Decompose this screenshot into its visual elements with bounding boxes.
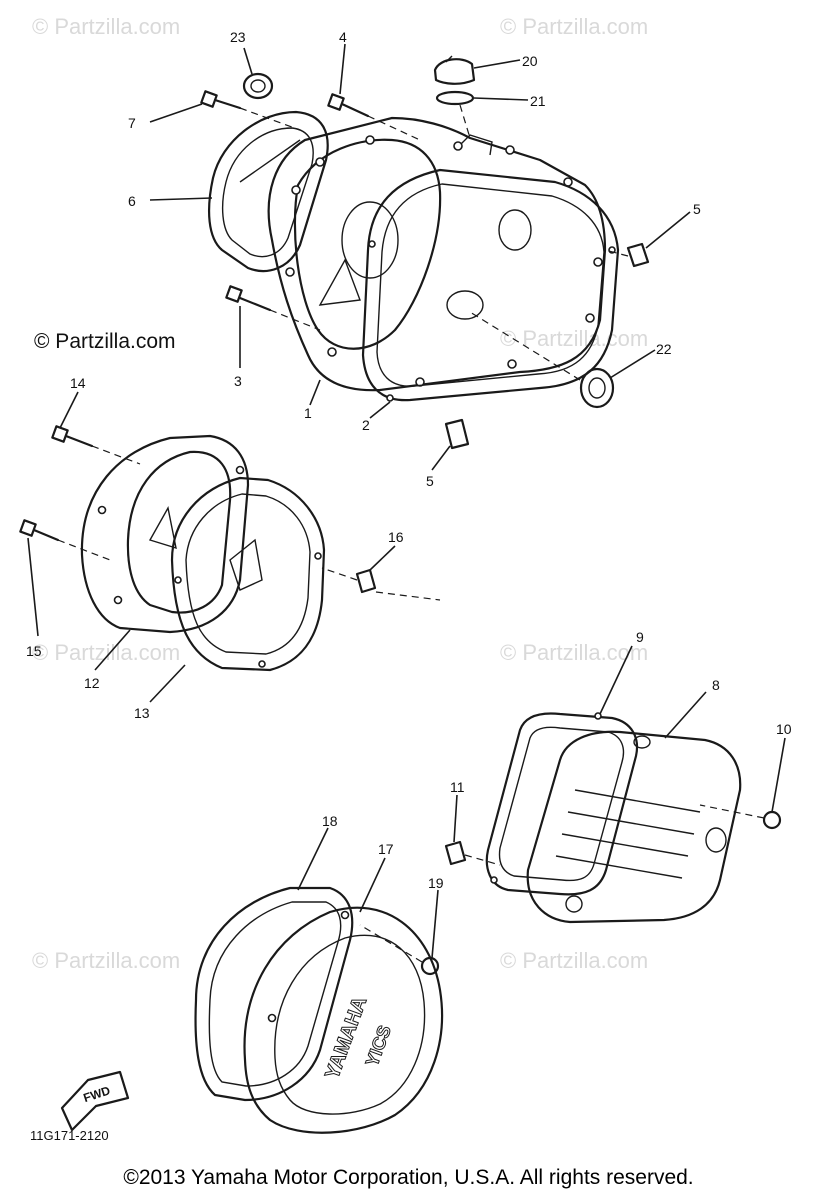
callout-5-upper: 5 bbox=[693, 201, 701, 217]
callout-2: 2 bbox=[362, 417, 370, 433]
cover-12 bbox=[80, 434, 250, 634]
copyright-footer: ©2013 Yamaha Motor Corporation, U.S.A. A… bbox=[123, 1166, 694, 1189]
bolt-10 bbox=[699, 804, 782, 830]
callout-7: 7 bbox=[128, 115, 136, 131]
callout-4: 4 bbox=[339, 29, 347, 45]
o-ring-21 bbox=[435, 90, 475, 139]
watermarks: © Partzilla.com © Partzilla.com © Partzi… bbox=[32, 14, 648, 973]
callout-12: 12 bbox=[84, 675, 100, 691]
cap-20 bbox=[433, 55, 476, 85]
callout-11: 11 bbox=[450, 779, 465, 795]
callout-18: 18 bbox=[322, 813, 338, 829]
callout-14: 14 bbox=[70, 375, 86, 391]
plug-23 bbox=[242, 72, 274, 100]
callout-17: 17 bbox=[378, 841, 394, 857]
callout-13: 13 bbox=[134, 705, 150, 721]
callout-21: 21 bbox=[530, 93, 546, 109]
callout-15: 15 bbox=[26, 643, 42, 659]
yics-model-text: YICS bbox=[362, 1023, 395, 1069]
crankcase-cover-gasket bbox=[361, 168, 620, 402]
watermark-text: © Partzilla.com bbox=[500, 948, 648, 973]
callout-9: 9 bbox=[636, 629, 644, 645]
callout-23: 23 bbox=[230, 29, 246, 45]
callout-20: 20 bbox=[522, 53, 538, 69]
diagram-code: 11G171-2120 bbox=[30, 1128, 109, 1143]
fwd-label: FWD bbox=[82, 1083, 113, 1105]
plug-22 bbox=[469, 311, 615, 409]
callout-1: 1 bbox=[304, 405, 312, 421]
gasket-18 bbox=[194, 886, 354, 1102]
fwd-arrow-icon: FWD bbox=[60, 1070, 130, 1132]
watermark-text: © Partzilla.com bbox=[500, 14, 648, 39]
bolt-14 bbox=[51, 425, 141, 465]
bolt-7 bbox=[200, 90, 301, 131]
dowel-11 bbox=[444, 840, 501, 866]
callout-3: 3 bbox=[234, 373, 242, 389]
bolt-3 bbox=[225, 285, 321, 331]
gasket-13 bbox=[170, 476, 326, 672]
dowel-5-upper bbox=[604, 242, 650, 268]
callout-10: 10 bbox=[776, 721, 792, 737]
watermark-text: © Partzilla.com bbox=[500, 640, 648, 665]
watermark-text: © Partzilla.com bbox=[500, 326, 648, 351]
site-credit: © Partzilla.com bbox=[34, 330, 176, 353]
yamaha-logo-text: YAMAHA bbox=[321, 994, 371, 1082]
watermark-text: © Partzilla.com bbox=[32, 948, 180, 973]
callout-19: 19 bbox=[428, 875, 444, 891]
bolt-4 bbox=[327, 93, 421, 141]
dowel-5-lower bbox=[444, 418, 470, 450]
callout-22: 22 bbox=[656, 341, 672, 357]
callout-5-lower: 5 bbox=[426, 473, 434, 489]
generator-cover-17: YAMAHA YICS bbox=[243, 906, 444, 1134]
bolt-15 bbox=[19, 519, 111, 561]
cover-8 bbox=[526, 730, 742, 924]
dowel-16 bbox=[321, 567, 441, 601]
callout-6: 6 bbox=[128, 193, 136, 209]
watermark-text: © Partzilla.com bbox=[32, 640, 180, 665]
watermark-text: © Partzilla.com bbox=[32, 14, 180, 39]
callout-8: 8 bbox=[712, 677, 720, 693]
clutch-cover-gasket bbox=[208, 110, 329, 273]
bolt-19 bbox=[359, 924, 440, 976]
leader-lines bbox=[27, 43, 786, 959]
gasket-9 bbox=[485, 712, 639, 896]
callouts: 1 2 3 4 5 5 6 7 8 9 10 11 12 13 14 15 16… bbox=[26, 29, 792, 891]
callout-16: 16 bbox=[388, 529, 404, 545]
